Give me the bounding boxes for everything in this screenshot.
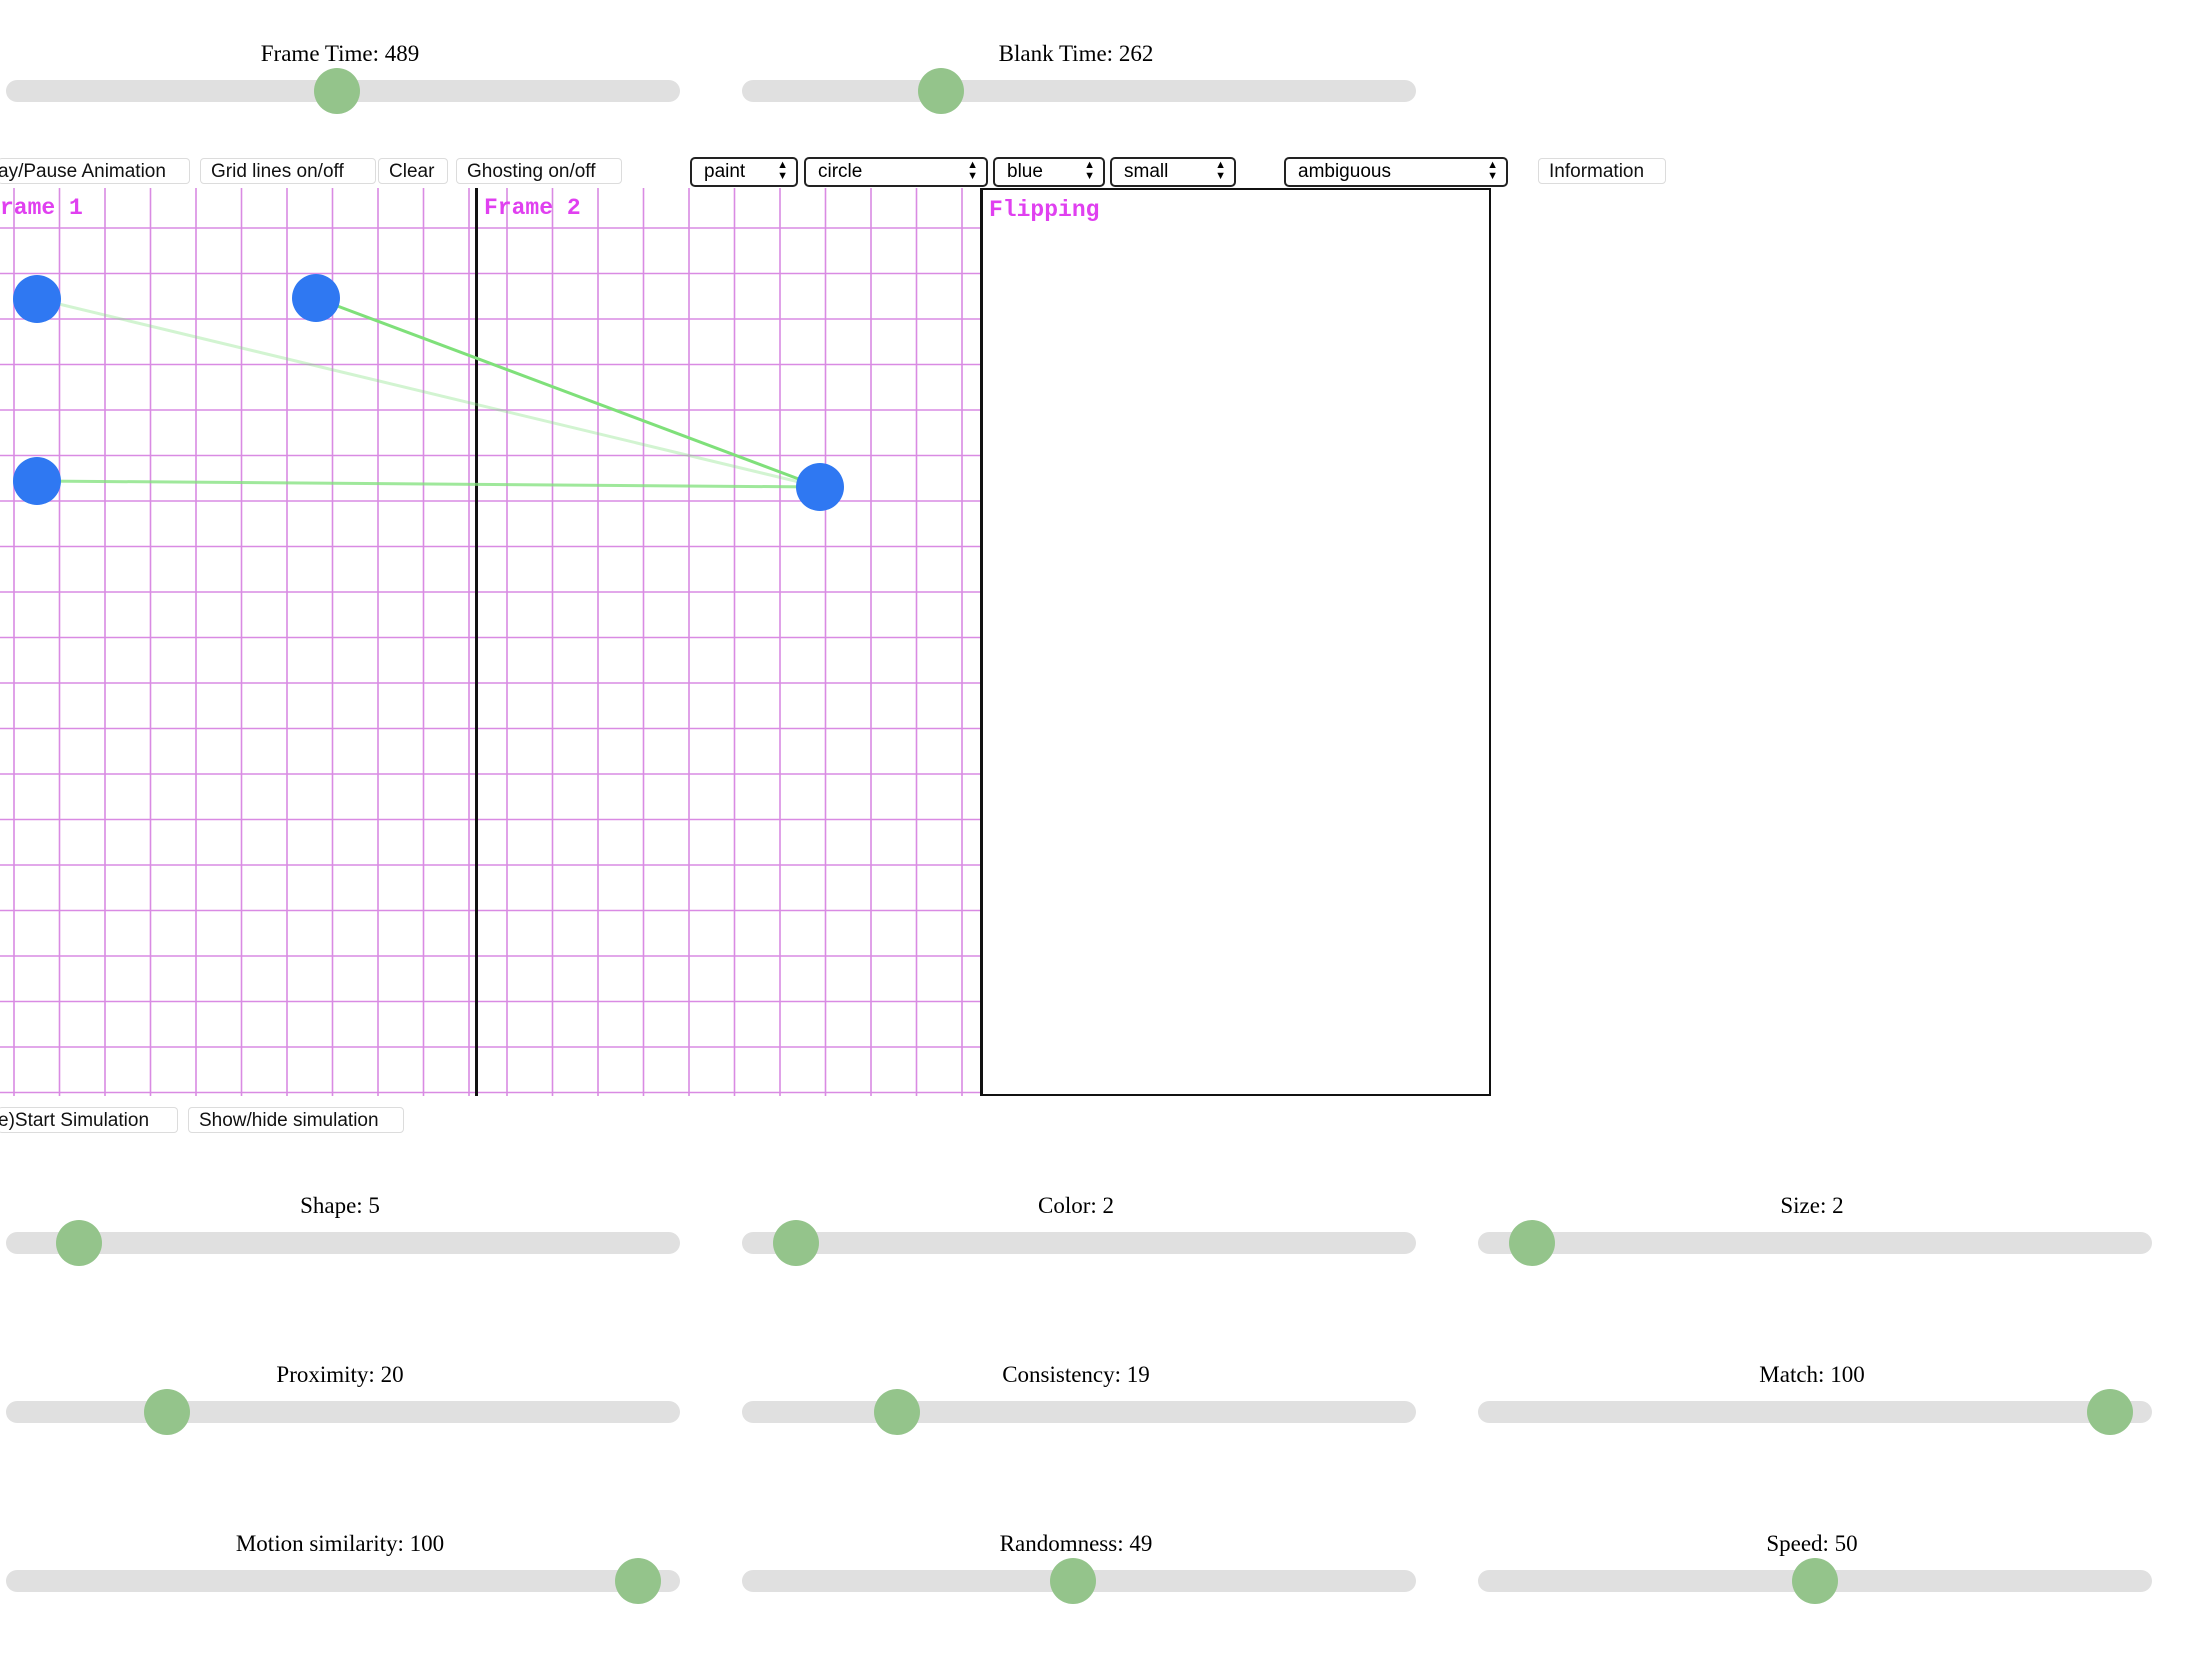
size-select[interactable]: small ▲▼ bbox=[1110, 157, 1236, 187]
consistency-slider[interactable]: Consistency: 19 bbox=[736, 1359, 1416, 1435]
proximity-slider-label: Proximity: 20 bbox=[276, 1362, 404, 1387]
shape-slider[interactable]: Shape: 5 bbox=[0, 1190, 680, 1266]
blank-time-slider[interactable]: Blank Time: 262 bbox=[736, 38, 1416, 114]
color-select[interactable]: blue ▲▼ bbox=[993, 157, 1105, 187]
frame1-canvas[interactable]: rame 1 bbox=[0, 188, 478, 1096]
motion-similarity-slider[interactable]: Motion similarity: 100 bbox=[0, 1528, 680, 1604]
motion-similarity-slider-thumb[interactable] bbox=[615, 1558, 662, 1604]
frame-time-label: Frame Time: 489 bbox=[260, 41, 420, 66]
randomness-slider[interactable]: Randomness: 49 bbox=[736, 1528, 1416, 1604]
mode-select-value: paint bbox=[704, 161, 746, 182]
consistency-slider-thumb[interactable] bbox=[873, 1389, 920, 1435]
select-arrows-icon: ▲▼ bbox=[967, 159, 978, 182]
frame1-label: rame 1 bbox=[0, 195, 83, 221]
size-slider-thumb[interactable] bbox=[1509, 1220, 1556, 1266]
preset-select-value: ambiguous bbox=[1298, 161, 1391, 182]
match-slider-label: Match: 100 bbox=[1759, 1362, 1865, 1387]
randomness-slider-label: Randomness: 49 bbox=[999, 1531, 1153, 1556]
color-slider-thumb[interactable] bbox=[773, 1220, 820, 1266]
size-slider-label: Size: 2 bbox=[1780, 1193, 1844, 1218]
proximity-slider-track[interactable] bbox=[6, 1401, 680, 1423]
color-slider[interactable]: Color: 2 bbox=[736, 1190, 1416, 1266]
frame-time-slider[interactable]: Frame Time: 489 bbox=[0, 38, 680, 114]
proximity-slider-thumb[interactable] bbox=[144, 1389, 191, 1435]
select-arrows-icon: ▲▼ bbox=[1487, 159, 1498, 182]
proximity-slider[interactable]: Proximity: 20 bbox=[0, 1359, 680, 1435]
color-select-value: blue bbox=[1007, 161, 1043, 182]
frame-time-thumb[interactable] bbox=[313, 68, 360, 114]
show-hide-simulation-button[interactable]: Show/hide simulation bbox=[188, 1107, 404, 1133]
size-slider-track[interactable] bbox=[1478, 1232, 2152, 1254]
color-slider-track[interactable] bbox=[742, 1232, 1416, 1254]
flipping-canvas: Flipping bbox=[983, 188, 1491, 1096]
frame2-label: Frame 2 bbox=[484, 195, 581, 221]
size-slider[interactable]: Size: 2 bbox=[1472, 1190, 2152, 1266]
frame2-grid bbox=[478, 188, 980, 1096]
select-arrows-icon: ▲▼ bbox=[1215, 159, 1226, 182]
play-pause-button[interactable]: ay/Pause Animation bbox=[0, 158, 190, 184]
mode-select[interactable]: paint ▲▼ bbox=[690, 157, 798, 187]
information-button[interactable]: Information bbox=[1538, 158, 1666, 184]
select-arrows-icon: ▲▼ bbox=[1084, 159, 1095, 182]
speed-slider-thumb[interactable] bbox=[1792, 1558, 1838, 1604]
shape-select-value: circle bbox=[818, 161, 863, 182]
match-slider-track[interactable] bbox=[1478, 1401, 2152, 1423]
randomness-slider-thumb[interactable] bbox=[1049, 1558, 1096, 1604]
shape-slider-thumb[interactable] bbox=[56, 1220, 103, 1266]
restart-simulation-button[interactable]: e)Start Simulation bbox=[0, 1107, 178, 1133]
blank-time-label: Blank Time: 262 bbox=[998, 41, 1154, 66]
size-select-value: small bbox=[1124, 161, 1169, 182]
color-slider-label: Color: 2 bbox=[1037, 1193, 1115, 1218]
speed-slider-label: Speed: 50 bbox=[1766, 1531, 1858, 1556]
consistency-slider-label: Consistency: 19 bbox=[1002, 1362, 1150, 1387]
blank-time-track[interactable] bbox=[742, 80, 1416, 102]
shape-slider-track[interactable] bbox=[6, 1232, 680, 1254]
ghosting-button[interactable]: Ghosting on/off bbox=[456, 158, 622, 184]
consistency-slider-track[interactable] bbox=[742, 1401, 1416, 1423]
grid-lines-button[interactable]: Grid lines on/off bbox=[200, 158, 376, 184]
frame1-grid bbox=[0, 188, 475, 1096]
match-slider[interactable]: Match: 100 bbox=[1472, 1359, 2152, 1435]
shape-slider-label: Shape: 5 bbox=[300, 1193, 380, 1218]
motion-similarity-slider-label: Motion similarity: 100 bbox=[235, 1531, 445, 1556]
blank-time-thumb[interactable] bbox=[917, 68, 964, 114]
select-arrows-icon: ▲▼ bbox=[777, 159, 788, 182]
speed-slider[interactable]: Speed: 50 bbox=[1472, 1528, 2152, 1604]
flipping-label: Flipping bbox=[989, 197, 1100, 223]
shape-select[interactable]: circle ▲▼ bbox=[804, 157, 988, 187]
motion-similarity-slider-track[interactable] bbox=[6, 1570, 680, 1592]
frame2-canvas[interactable]: Frame 2 bbox=[478, 188, 983, 1096]
match-slider-thumb[interactable] bbox=[2087, 1389, 2134, 1435]
preset-select[interactable]: ambiguous ▲▼ bbox=[1284, 157, 1508, 187]
clear-button[interactable]: Clear bbox=[378, 158, 448, 184]
